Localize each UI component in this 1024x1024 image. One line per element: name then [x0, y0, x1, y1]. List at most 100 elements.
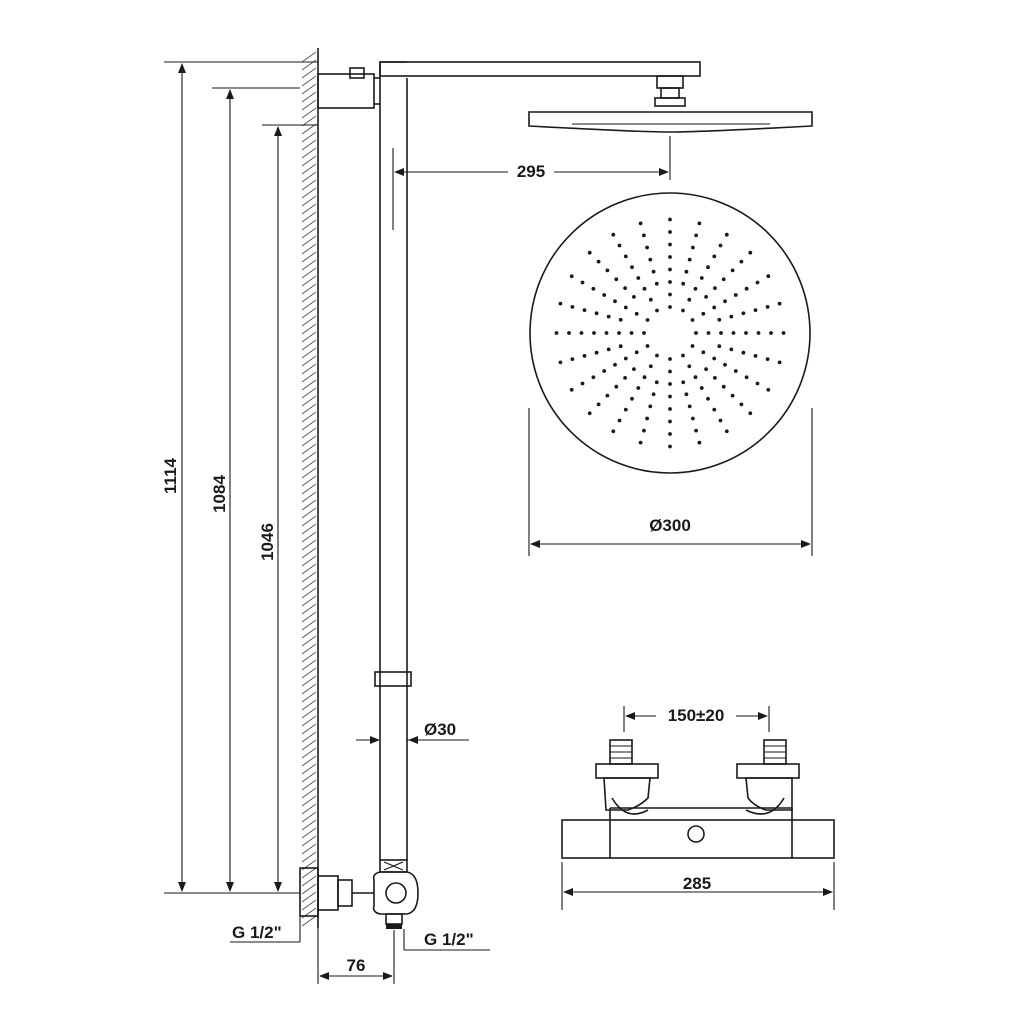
nozzle-dot	[681, 380, 686, 385]
hatch-line	[301, 163, 317, 175]
nozzle-dot	[741, 350, 746, 355]
nozzle-dot	[744, 286, 749, 291]
wall-connection	[299, 867, 419, 929]
nozzle-dot	[618, 317, 623, 322]
hatch-line	[301, 651, 317, 663]
nozzle-dot	[634, 350, 639, 355]
nozzle-dot	[579, 331, 584, 335]
hatch-line	[301, 731, 317, 743]
hatch-line	[301, 539, 317, 551]
hatch-line	[301, 571, 317, 583]
hatch-line	[301, 379, 317, 391]
hatch-line	[301, 155, 317, 167]
nozzle-dot	[623, 356, 628, 361]
inlet-right: G 1/2"	[403, 929, 490, 951]
nozzle-dot	[723, 362, 727, 367]
nozzle-dot	[690, 344, 695, 348]
nozzle-dot	[739, 259, 744, 264]
nozzle-dot	[756, 331, 761, 335]
nozzle-dot	[648, 364, 653, 369]
dimension-height-1084: 1084	[210, 87, 300, 892]
hatch-line	[301, 755, 317, 767]
hatch-line	[301, 395, 317, 407]
nozzle-dot	[717, 317, 722, 322]
nozzle-dot	[614, 277, 619, 282]
nozzle-dot	[781, 331, 786, 335]
hatch-line	[301, 299, 317, 311]
hatch-line	[301, 867, 317, 879]
hatch-line	[301, 747, 317, 759]
hatch-line	[301, 771, 317, 783]
nozzle-dot	[554, 331, 559, 335]
nozzle-dot	[638, 440, 643, 445]
hatch-line	[301, 467, 317, 479]
hatch-line	[301, 387, 317, 399]
nozzle-dot	[638, 221, 643, 226]
nozzle-dot	[668, 357, 672, 361]
hatch-line	[301, 67, 317, 79]
nozzle-dot	[611, 429, 616, 434]
nozzle-dot	[704, 367, 708, 371]
nozzle-dot	[724, 232, 729, 237]
nozzle-dot	[611, 232, 616, 237]
hatch-line	[301, 475, 317, 487]
nozzle-dot	[570, 357, 575, 361]
nozzle-dot	[636, 386, 641, 390]
nozzle-dot	[681, 308, 685, 313]
dim-1084-label: 1084	[210, 475, 229, 513]
nozzle-dot	[613, 299, 617, 304]
nozzle-dot	[739, 402, 744, 407]
nozzle-dot	[617, 243, 622, 248]
hatch-line	[301, 491, 317, 503]
dim-d30-label: Ø30	[424, 720, 456, 739]
nozzle-dot	[648, 257, 653, 262]
nozzle-dot	[567, 331, 571, 335]
nozzle-dot	[668, 432, 672, 436]
nozzle-dot	[605, 393, 610, 398]
hatch-line	[301, 835, 317, 847]
hatch-line	[301, 627, 317, 639]
shower-column	[317, 61, 813, 873]
nozzle-dot	[704, 295, 708, 299]
nozzle-dot	[706, 331, 711, 335]
nozzle-dot	[668, 267, 672, 272]
hatch-line	[301, 811, 317, 823]
nozzle-dot	[755, 280, 760, 285]
nozzle-dot	[642, 286, 647, 291]
nozzle-dot	[668, 242, 672, 247]
dimension-height-1046: 1046	[258, 124, 318, 892]
dim-76-label: 76	[347, 956, 366, 975]
nozzle-dot	[699, 276, 704, 280]
nozzle-dot	[645, 245, 649, 250]
dimension-pipe-diameter: Ø30	[356, 720, 469, 744]
nozzle-dot	[623, 305, 628, 310]
nozzle-dot	[668, 292, 672, 297]
nozzle-dot	[691, 416, 695, 421]
nozzle-dot	[582, 308, 587, 312]
nozzle-dot	[723, 299, 727, 304]
hatch-line	[301, 659, 317, 671]
nozzle-dot	[587, 250, 592, 255]
hatch-line	[301, 899, 317, 911]
nozzle-dot	[687, 297, 692, 302]
shower-head-top-view: Ø300	[528, 192, 813, 556]
nozzle-dot	[681, 281, 686, 286]
hatch-line	[301, 707, 317, 719]
hatch-line	[301, 451, 317, 463]
nozzle-dot	[668, 255, 672, 259]
hatch-line	[301, 691, 317, 703]
nozzle-dot	[748, 250, 753, 255]
nozzle-dot	[687, 404, 692, 409]
nozzle-dot	[765, 357, 770, 361]
nozzle-dot	[613, 362, 617, 367]
nozzle-dot	[769, 331, 773, 335]
nozzle-dot	[596, 259, 601, 264]
hatch-line	[301, 219, 317, 231]
nozzle-dot	[642, 233, 646, 238]
nozzle-dot	[668, 382, 672, 386]
nozzle-dot	[629, 331, 634, 335]
hatch-line	[301, 715, 317, 727]
hatch-line	[301, 427, 317, 439]
nozzle-dot	[655, 353, 659, 358]
